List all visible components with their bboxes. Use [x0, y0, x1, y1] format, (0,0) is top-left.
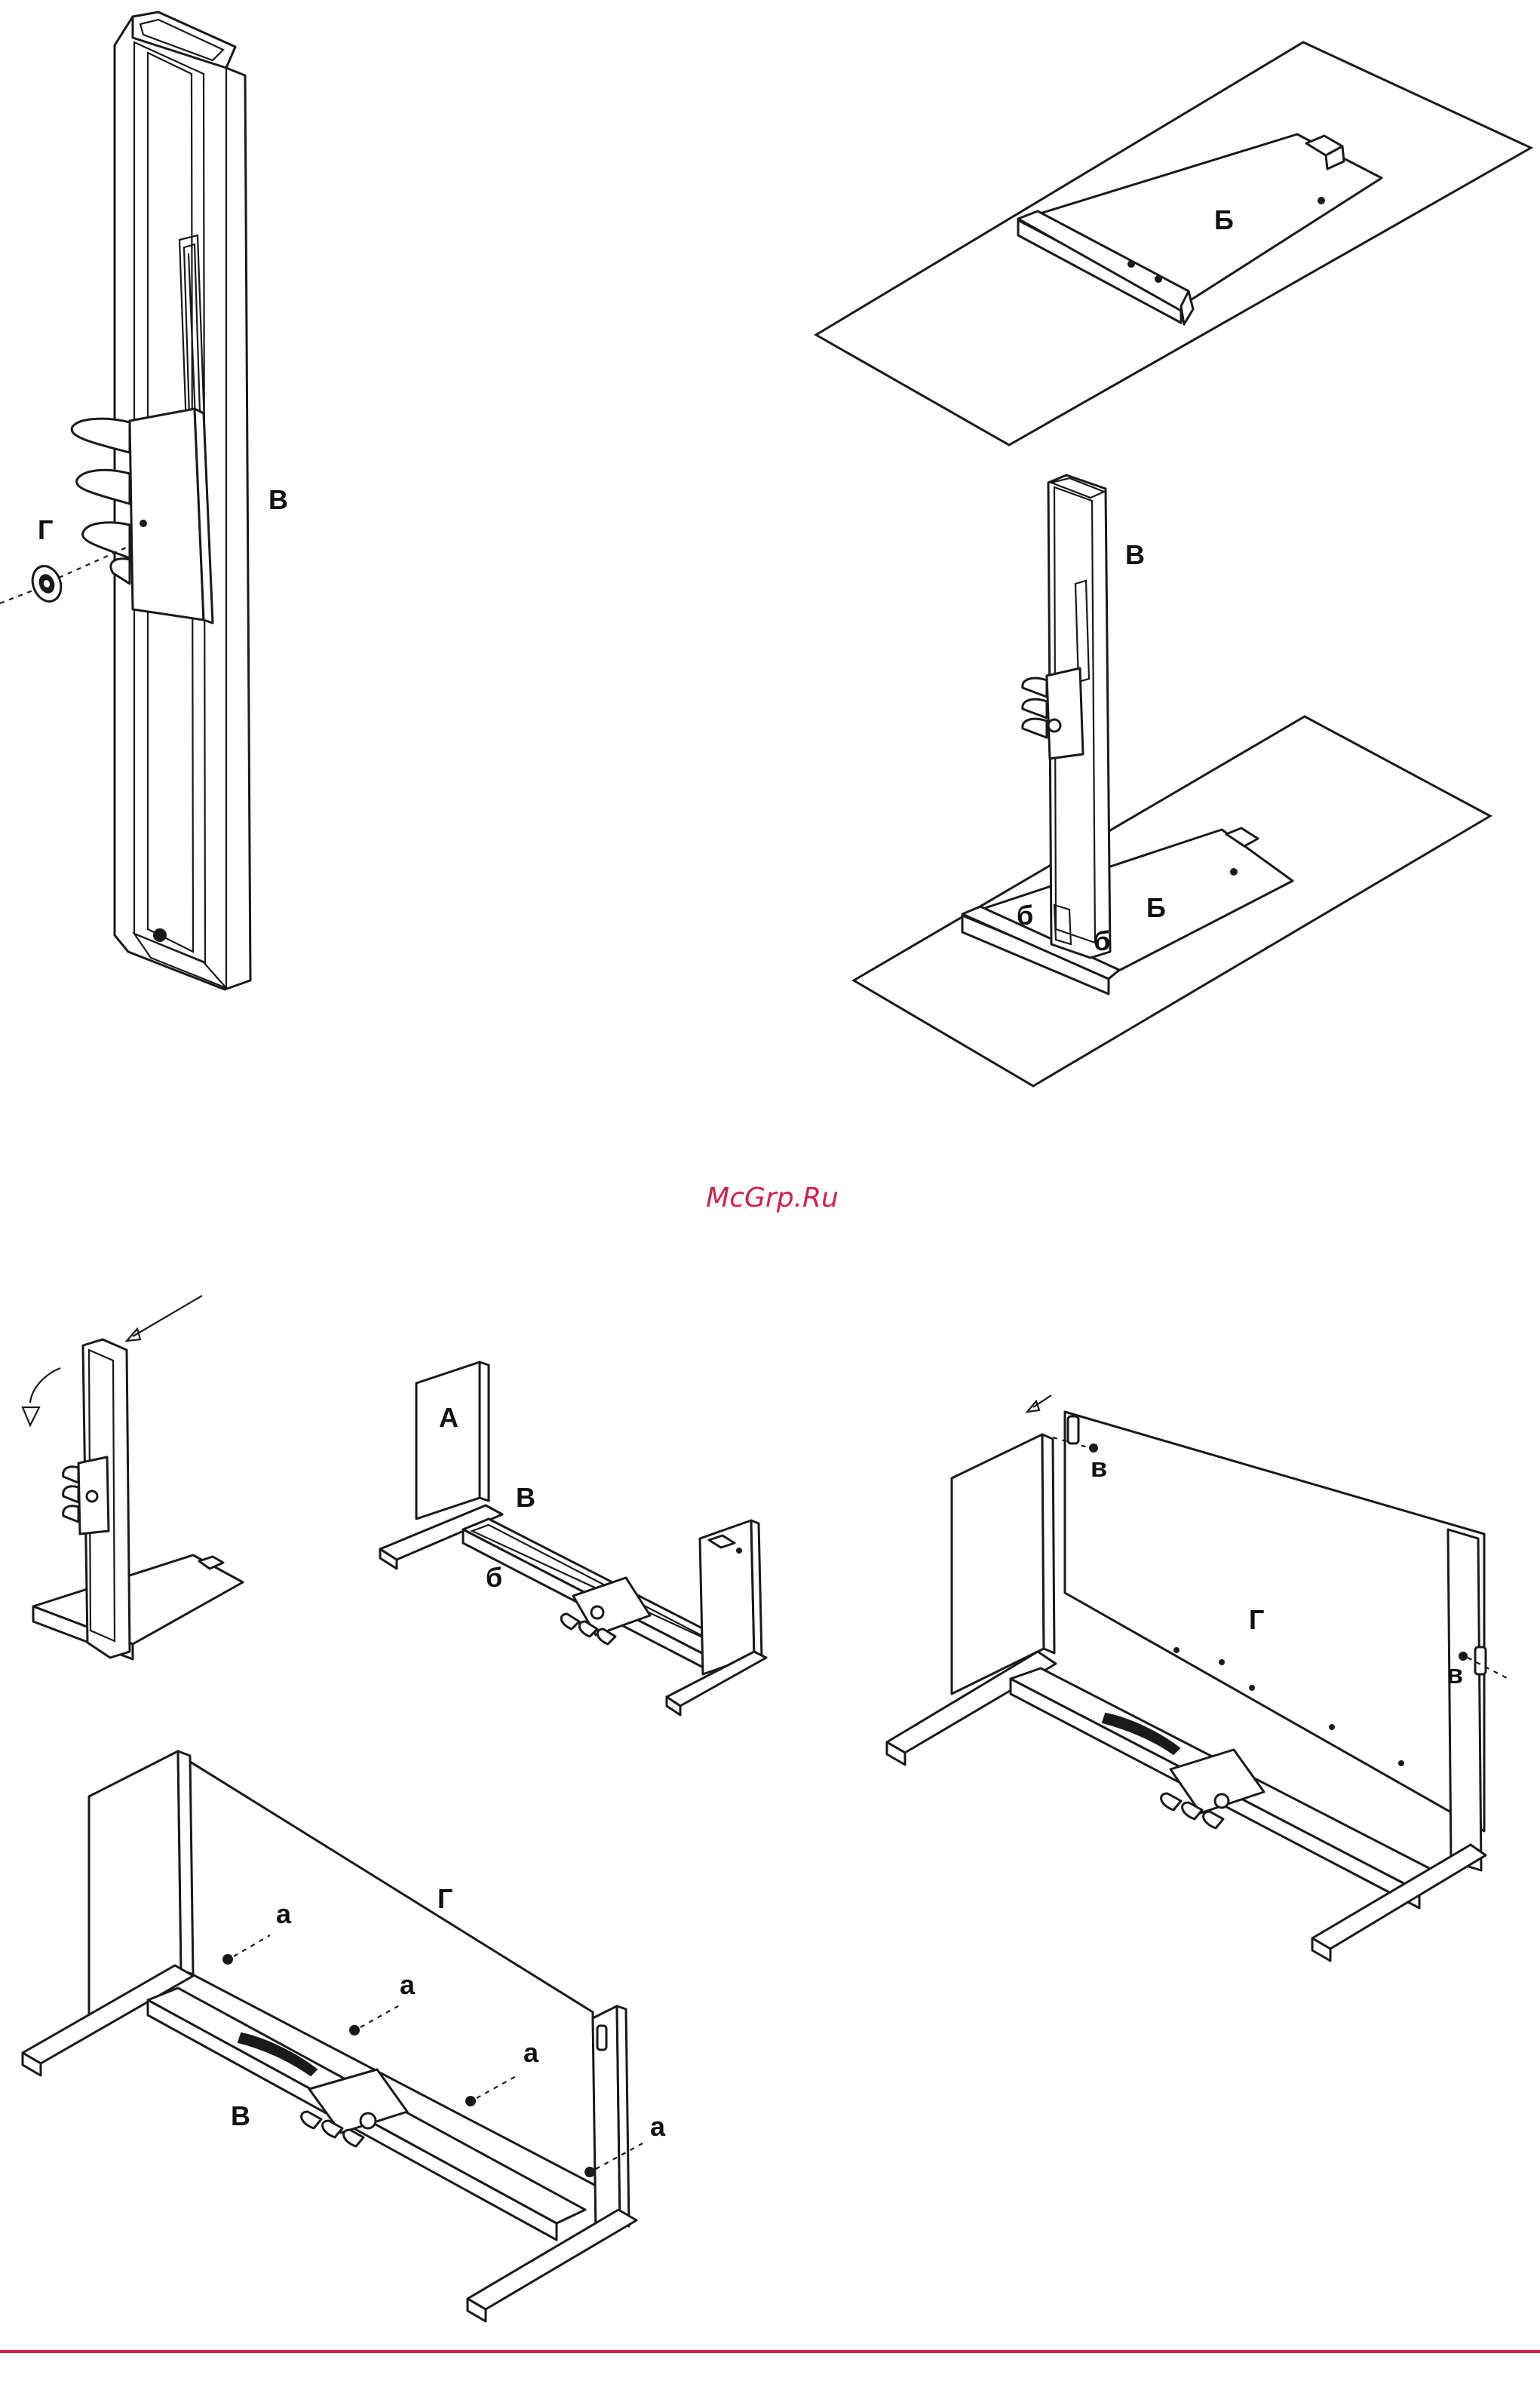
label-screw-4: а: [650, 2111, 666, 2142]
label-leg: Б: [1146, 892, 1166, 923]
figure-6-back-board-top: Г в в: [887, 1395, 1508, 1961]
watermark: McGrp.Ru: [706, 1183, 839, 1213]
pedal-icon: [72, 419, 130, 584]
label-hole-left: б: [1017, 900, 1033, 931]
label-leg: Б: [1214, 204, 1234, 235]
label-nut: Г: [38, 514, 53, 545]
label-crossbar: В: [231, 2100, 250, 2131]
knob-icon: [360, 2113, 376, 2128]
figure-7-back-board-screws: Г В а а а а: [23, 1751, 666, 2321]
figure-5-frame-a: А В б: [380, 1362, 766, 1715]
label-screw-3: а: [523, 2037, 539, 2068]
label-side-a: А: [439, 1402, 459, 1433]
label-crossbar: В: [516, 1482, 535, 1513]
label-screw-2: а: [400, 1969, 416, 2000]
knob-icon: [1215, 1794, 1229, 1808]
label-hole: б: [486, 1562, 502, 1593]
label-back-board: Г: [437, 1883, 452, 1914]
bracket-icon: [597, 2026, 606, 2050]
rotate-arrow-icon: [23, 1368, 60, 1425]
pedal-icon: [63, 1467, 78, 1522]
label-hole-right: б: [1094, 925, 1110, 956]
figure-3-panel-on-leg: В Б б б: [854, 475, 1490, 1086]
figure-1-side-panel: В Г: [0, 12, 288, 989]
label-bracket-right: в: [1446, 1658, 1463, 1689]
knob-icon: [87, 1491, 97, 1502]
knob-icon: [591, 1606, 603, 1618]
label-back-board: Г: [1249, 1604, 1264, 1635]
arrow-icon: [127, 1296, 202, 1341]
arrow-icon: [1027, 1395, 1051, 1412]
knob-icon: [1048, 719, 1060, 732]
figure-4-rotate-panel: [23, 1296, 243, 1659]
knob-icon: [28, 562, 66, 605]
figure-2-leg-on-board: Б: [816, 42, 1531, 445]
label-bracket-left: в: [1091, 1452, 1107, 1483]
label-side-panel: В: [1125, 539, 1145, 570]
label-screw-1: а: [276, 1898, 292, 1929]
label-side-panel: В: [268, 484, 288, 515]
pedal-icon: [1023, 678, 1047, 738]
